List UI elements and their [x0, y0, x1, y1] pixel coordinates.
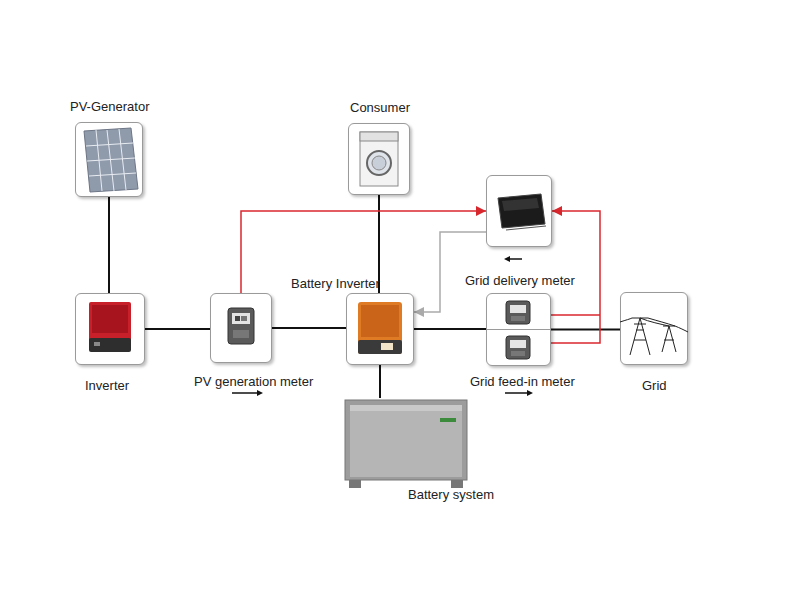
meter-box: PV generation meter	[210, 293, 272, 363]
battery-cabinet-icon	[345, 400, 467, 488]
direction-arrow	[504, 256, 522, 262]
power-line	[379, 365, 381, 398]
node-label: PV-Generator	[70, 99, 150, 115]
signal-line	[414, 232, 486, 312]
power-line	[108, 197, 110, 293]
node-label: Battery Inverter	[291, 276, 380, 292]
power-line	[272, 327, 346, 329]
node-label: Inverter	[85, 378, 129, 394]
node-label: Grid	[642, 378, 667, 394]
direction-arrow	[232, 390, 263, 396]
node-label: Battery system	[408, 487, 494, 503]
signal-line	[241, 211, 486, 293]
meter-box: Grid delivery meter	[486, 175, 552, 247]
node-label: PV generation meter	[194, 374, 313, 390]
node-label: Grid delivery meter	[465, 273, 575, 289]
inverter-box: Inverter	[75, 293, 145, 365]
node-label: Grid feed-in meter	[470, 374, 575, 390]
source-box: PV-Generator	[75, 122, 143, 197]
direction-arrow	[505, 390, 533, 396]
grid-box: Grid	[620, 292, 688, 365]
inverter-box: Battery Inverter	[346, 293, 414, 365]
load-box: Consumer	[348, 123, 410, 195]
battery-unit: Battery system	[342, 398, 470, 488]
meter-box: Grid feed-in meter	[486, 293, 551, 366]
power-line	[414, 328, 486, 330]
power-line	[551, 329, 620, 331]
node-label: Consumer	[350, 100, 410, 116]
power-line	[145, 328, 210, 330]
